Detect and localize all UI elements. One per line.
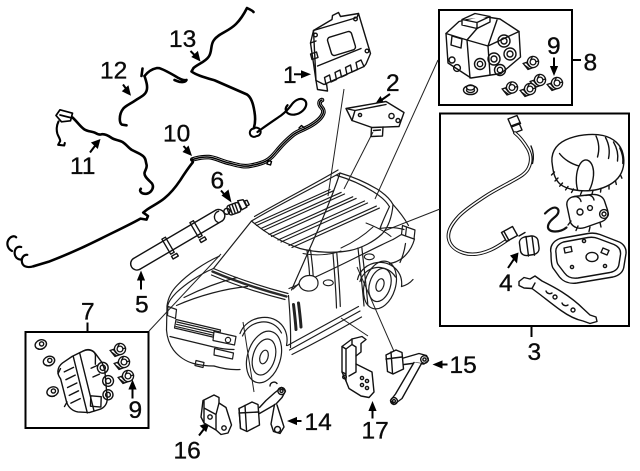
- svg-text:15: 15: [450, 352, 477, 379]
- svg-text:13: 13: [169, 26, 196, 53]
- svg-text:6: 6: [211, 168, 225, 195]
- svg-text:9: 9: [547, 33, 561, 60]
- svg-text:9: 9: [129, 397, 143, 424]
- svg-text:3: 3: [528, 339, 542, 366]
- svg-text:10: 10: [163, 121, 190, 148]
- svg-text:2: 2: [386, 70, 400, 97]
- svg-text:1: 1: [283, 62, 297, 89]
- svg-text:12: 12: [100, 58, 127, 85]
- svg-text:5: 5: [135, 292, 149, 319]
- svg-text:17: 17: [362, 418, 389, 445]
- svg-text:8: 8: [584, 50, 598, 77]
- svg-text:11: 11: [70, 153, 95, 180]
- svg-text:14: 14: [305, 409, 332, 436]
- svg-text:7: 7: [81, 299, 95, 326]
- svg-text:4: 4: [499, 270, 513, 297]
- svg-text:16: 16: [174, 438, 201, 465]
